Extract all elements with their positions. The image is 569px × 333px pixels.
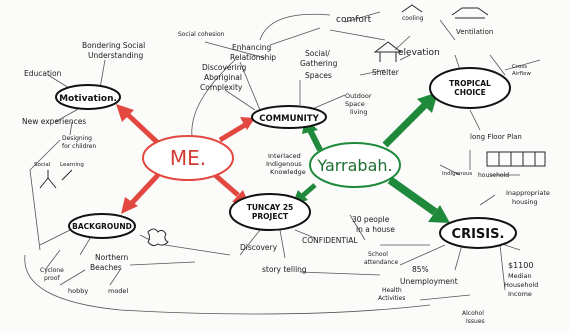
label-confidential: CONFIDENTIAL [302,236,358,245]
label-household-ways: household [478,172,509,179]
label-ventilation: Ventilation [456,28,493,36]
label-new-experiences: New experiences [22,117,86,126]
label-social-cohesion: Social cohesion [178,31,225,38]
label-median: Median [508,272,532,280]
sketch-cooling [401,4,423,13]
label-in-a-house: in a house [356,225,395,234]
label-gathering: Gathering [300,59,338,68]
connector-lines [24,11,541,315]
label-children: for children [62,143,96,150]
community-label: COMMUNITY [259,114,319,124]
label-education: Education [24,69,62,78]
label-enhancing: Enhancing [232,43,272,52]
arrowhead-community [240,117,255,130]
arrow-me-to-motivation [123,110,160,145]
label-understanding: Understanding [88,51,143,60]
crisis-label: CRISIS. [452,227,505,242]
label-discovering: Discovering [202,63,246,72]
label-health: Health [382,287,402,294]
label-cyclone: Cyclone [40,267,64,274]
label-interlaced: Interlaced [268,152,301,160]
label-income: Income [508,290,532,298]
label-northern: Northern [95,253,129,262]
arrowhead-g-tropical [417,92,438,113]
arrow-me-to-background [128,173,160,207]
label-elevation: elevation [398,48,440,58]
sketch-puzzle [147,228,169,247]
node-yarrabah[interactable]: Yarrabah. [309,142,401,188]
label-beaches: Beaches [90,263,122,272]
label-outdoor: Outdoor [345,92,372,100]
label-inappropriate: Inappropriate [506,189,550,197]
arrowhead-motivation [116,104,134,122]
yarrabah-label: Yarrabah. [316,156,392,175]
arrowhead-background [121,197,138,214]
label-long-floor-plan: long Floor Plan [470,133,522,141]
label-activities: Activities [378,295,405,302]
label-cooling: cooling [402,15,424,22]
node-me[interactable]: ME. [142,135,234,181]
sketch-ventilation [451,7,489,19]
node-background[interactable]: BACKGROUND [68,213,136,239]
arrowhead-g-crisis [428,205,450,223]
label-story-telling: story telling [262,265,307,274]
node-motivation[interactable]: Motivation. [55,84,121,110]
sketch-stick-figure [39,169,73,189]
label-discovery: Discovery [240,243,278,252]
arrow-yarrabah-to-community [307,128,323,152]
label-spaces: Spaces [305,71,332,80]
label-proof: proof [44,275,60,282]
label-space: Space [345,100,365,108]
arrow-yarrabah-to-tropical [382,102,428,148]
label-living: living [350,108,368,116]
label-85: 85% [412,265,429,274]
me-label: ME. [170,146,206,170]
label-indigenous: Indigenous [266,160,302,168]
label-housing: housing [512,198,538,206]
node-crisis[interactable]: CRISIS. [439,217,517,249]
arrow-me-to-community [218,122,247,143]
arrow-yarrabah-to-crisis [387,176,438,216]
label-cross: Cross [512,64,527,70]
label-unemployment: Unemployment [400,277,458,286]
label-aboriginal: Aboriginal [204,73,242,82]
motivation-label: Motivation. [59,94,117,104]
label-alcohol: Alcohol [462,310,484,317]
background-label: BACKGROUND [72,222,132,231]
label-indigenous-small: Indigenous [442,171,472,177]
label-30-people: 30 people [352,215,390,224]
label-relationship: Relationship [230,53,276,62]
label-attendance: attendance [364,259,398,266]
arrow-me-to-tuncay [213,173,240,197]
label-knowledge: Knowledge [270,168,306,176]
label-1100: $1100 [508,261,533,270]
label-airflow: Airflow [512,71,531,77]
label-bondering: Bondering Social [82,41,145,50]
label-designing: Designing [62,135,92,142]
label-complexity: Complexity [200,83,243,92]
sketch-shelter [373,41,403,62]
sketch-long-floor-plan [486,151,546,167]
labels: Education Bondering Social Understanding… [22,15,550,325]
label-social-gathering: Social/ [305,49,330,58]
label-learning-small: Learning [60,162,84,168]
label-social-small: Social [34,162,51,168]
label-school: School [368,251,388,258]
label-hobby: hobby [68,287,88,295]
label-model: model [108,287,128,295]
node-community[interactable]: COMMUNITY [251,105,327,129]
red-arrows [116,104,255,214]
label-issues: Issues [466,318,485,325]
label-comfort: comfort [336,15,372,25]
label-shelter: Shelter [372,68,400,77]
label-household: Household [504,281,538,289]
